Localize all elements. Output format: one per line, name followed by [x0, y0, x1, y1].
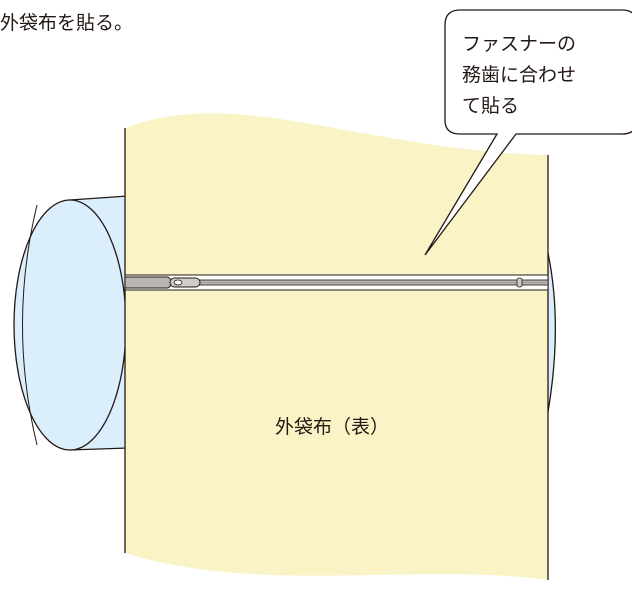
callout-line: て貼る: [462, 95, 520, 117]
callout-bubble: [424, 9, 632, 256]
left-drum: [13, 195, 129, 451]
zipper-slider: [124, 276, 201, 289]
callout-line: 務歯に合わせ: [462, 64, 577, 86]
instruction-text: 外袋布を貼る。: [0, 12, 134, 34]
zipper-stop: [516, 277, 523, 288]
callout-text: ファスナーの 務歯に合わせ て貼る: [462, 29, 612, 122]
fabric-label: 外袋布（表）: [275, 416, 390, 438]
fabric-lower: [125, 290, 548, 580]
zipper: [124, 274, 549, 291]
fabric-upper: [125, 113, 548, 277]
callout-line: ファスナーの: [462, 33, 577, 55]
